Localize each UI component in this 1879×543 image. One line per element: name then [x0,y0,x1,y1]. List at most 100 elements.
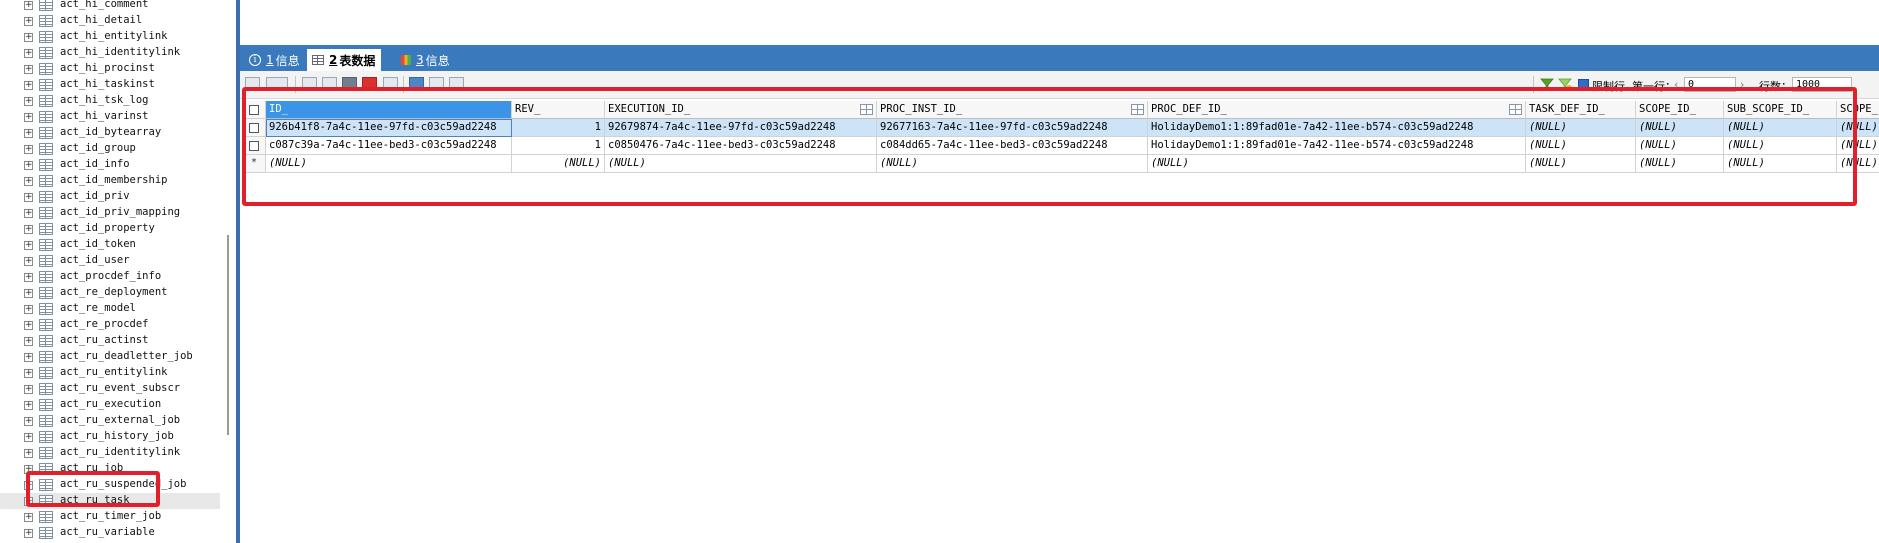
row-checkbox[interactable] [249,123,259,133]
grid-new-row[interactable]: *(NULL)(NULL)(NULL)(NULL)(NULL)(NULL)(NU… [244,155,1879,173]
tree-item-act_id_token[interactable]: +act_id_token [0,237,220,253]
expand-icon[interactable]: + [24,304,33,314]
tree-item-act_procdef_info[interactable]: +act_procdef_info [0,269,220,285]
grid-cell[interactable]: (NULL) [1724,137,1837,155]
tree-item-act_id_user[interactable]: +act_id_user [0,253,220,269]
first-row-spin-left-icon[interactable]: ‹ [1674,78,1679,91]
expand-icon[interactable]: + [24,384,33,394]
grid-cell[interactable]: (NULL) [1636,137,1724,155]
tree-item-act_ru_entitylink[interactable]: +act_ru_entitylink [0,365,220,381]
expand-icon[interactable]: + [24,256,33,266]
expand-icon[interactable]: + [24,80,33,90]
tree-item-act_ru_variable[interactable]: +act_ru_variable [0,525,220,541]
grid-cell[interactable]: (NULL) [1526,119,1636,137]
grid-cell[interactable]: (NULL) [1837,155,1879,173]
tree-item-act_ru_deadletter_job[interactable]: +act_ru_deadletter_job [0,349,220,365]
grid-cell[interactable]: (NULL) [1636,119,1724,137]
column-header-PROC_INST_ID_[interactable]: PROC_INST_ID_ [877,101,1148,119]
expand-icon[interactable]: + [24,16,33,26]
tree-item-act_ru_execution[interactable]: +act_ru_execution [0,397,220,413]
grid-cell[interactable]: c084dd65-7a4c-11ee-bed3-c03c59ad2248 [877,137,1148,155]
grid-cell[interactable]: HolidayDemo1:1:89fad01e-7a42-11ee-b574-c… [1148,137,1526,155]
tree-item-act_hi_taskinst[interactable]: +act_hi_taskinst [0,77,220,93]
expand-icon[interactable]: + [24,160,33,170]
tree-item-act_ru_external_job[interactable]: +act_ru_external_job [0,413,220,429]
expand-icon[interactable]: + [24,240,33,250]
grid-cell[interactable]: (NULL) [877,155,1148,173]
column-header-TASK_DEF_ID_[interactable]: TASK_DEF_ID_ [1526,101,1636,119]
column-header-SUB_SCOPE_ID_[interactable]: SUB_SCOPE_ID_ [1724,101,1837,119]
expand-icon[interactable]: + [24,528,33,538]
grid-cell[interactable]: 926b41f8-7a4c-11ee-97fd-c03c59ad2248 [266,119,512,137]
grid-cell[interactable]: (NULL) [605,155,877,173]
tree-item-act_hi_procinst[interactable]: +act_hi_procinst [0,61,220,77]
grid-cell[interactable]: (NULL) [512,155,605,173]
tree-item-act_re_procdef[interactable]: +act_re_procdef [0,317,220,333]
grid-cell[interactable]: (NULL) [1837,137,1879,155]
expand-icon[interactable]: + [24,192,33,202]
expand-icon[interactable]: + [24,144,33,154]
query-editor-area[interactable] [240,0,1879,45]
expand-icon[interactable]: + [24,320,33,330]
tree-item-act_hi_detail[interactable]: +act_hi_detail [0,13,220,29]
expand-icon[interactable]: + [24,128,33,138]
grid-cell[interactable]: (NULL) [1526,155,1636,173]
expand-icon[interactable]: + [24,96,33,106]
expand-icon[interactable]: + [24,48,33,58]
row-select[interactable] [244,137,266,155]
expand-icon[interactable]: + [24,32,33,42]
expand-icon[interactable]: + [24,272,33,282]
column-header-REV_[interactable]: REV_ [512,101,605,119]
tree-item-act_re_deployment[interactable]: +act_re_deployment [0,285,220,301]
panel-splitter[interactable] [236,0,240,543]
tree-item-act_hi_entitylink[interactable]: +act_hi_entitylink [0,29,220,45]
row-select[interactable] [244,101,266,119]
expand-icon[interactable]: + [24,432,33,442]
tree-item-act_ru_actinst[interactable]: +act_ru_actinst [0,333,220,349]
tree-item-act_hi_tsk_log[interactable]: +act_hi_tsk_log [0,93,220,109]
grid-cell[interactable]: HolidayDemo1:1:89fad01e-7a42-11ee-b574-c… [1148,119,1526,137]
expand-icon[interactable]: + [24,176,33,186]
expand-icon[interactable]: + [24,448,33,458]
expand-icon[interactable]: + [24,288,33,298]
tree-item-act_ru_event_subscr[interactable]: +act_ru_event_subscr [0,381,220,397]
column-header-ID_[interactable]: ID_ [266,101,512,119]
tree-item-act_id_bytearray[interactable]: +act_id_bytearray [0,125,220,141]
tree-scrollbar[interactable] [227,235,229,435]
tab-info-3[interactable]: 3 信息 [396,49,456,71]
grid-cell[interactable]: 92679874-7a4c-11ee-97fd-c03c59ad2248 [605,119,877,137]
grid-cell[interactable]: 1 [512,137,605,155]
grid-cell[interactable]: c087c39a-7a4c-11ee-bed3-c03c59ad2248 [266,137,512,155]
column-header-SCOPE_[interactable]: SCOPE_ [1837,101,1879,119]
first-row-spin-right-icon[interactable]: › [1740,78,1745,91]
grid-cell[interactable]: (NULL) [1724,119,1837,137]
expand-icon[interactable]: + [24,368,33,378]
grid-cell[interactable]: (NULL) [1724,155,1837,173]
expand-icon[interactable]: + [24,208,33,218]
grid-cell[interactable]: (NULL) [1837,119,1879,137]
column-header-SCOPE_ID_[interactable]: SCOPE_ID_ [1636,101,1724,119]
expand-icon[interactable]: + [24,336,33,346]
tree-item-act_hi_comment[interactable]: +act_hi_comment [0,0,220,13]
tree-item-act_id_priv_mapping[interactable]: +act_id_priv_mapping [0,205,220,221]
grid-cell[interactable]: c0850476-7a4c-11ee-bed3-c03c59ad2248 [605,137,877,155]
grid-cell[interactable]: (NULL) [1526,137,1636,155]
column-header-EXECUTION_ID_[interactable]: EXECUTION_ID_ [605,101,877,119]
tree-item-act_id_priv[interactable]: +act_id_priv [0,189,220,205]
tree-item-act_re_model[interactable]: +act_re_model [0,301,220,317]
expand-icon[interactable]: + [24,224,33,234]
tree-item-act_ru_identitylink[interactable]: +act_ru_identitylink [0,445,220,461]
tree-item-act_ru_history_job[interactable]: +act_ru_history_job [0,429,220,445]
expand-icon[interactable]: + [24,64,33,74]
expand-icon[interactable]: + [24,352,33,362]
row-select[interactable] [244,119,266,137]
tree-item-act_ru_timer_job[interactable]: +act_ru_timer_job [0,509,220,525]
expand-icon[interactable]: + [24,112,33,122]
grid-cell[interactable]: (NULL) [266,155,512,173]
grid-cell[interactable]: 92677163-7a4c-11ee-97fd-c03c59ad2248 [877,119,1148,137]
tree-item-act_id_group[interactable]: +act_id_group [0,141,220,157]
grid-cell[interactable]: (NULL) [1148,155,1526,173]
tab-table-data[interactable]: 2 表数据 [307,49,382,71]
tree-item-act_id_membership[interactable]: +act_id_membership [0,173,220,189]
